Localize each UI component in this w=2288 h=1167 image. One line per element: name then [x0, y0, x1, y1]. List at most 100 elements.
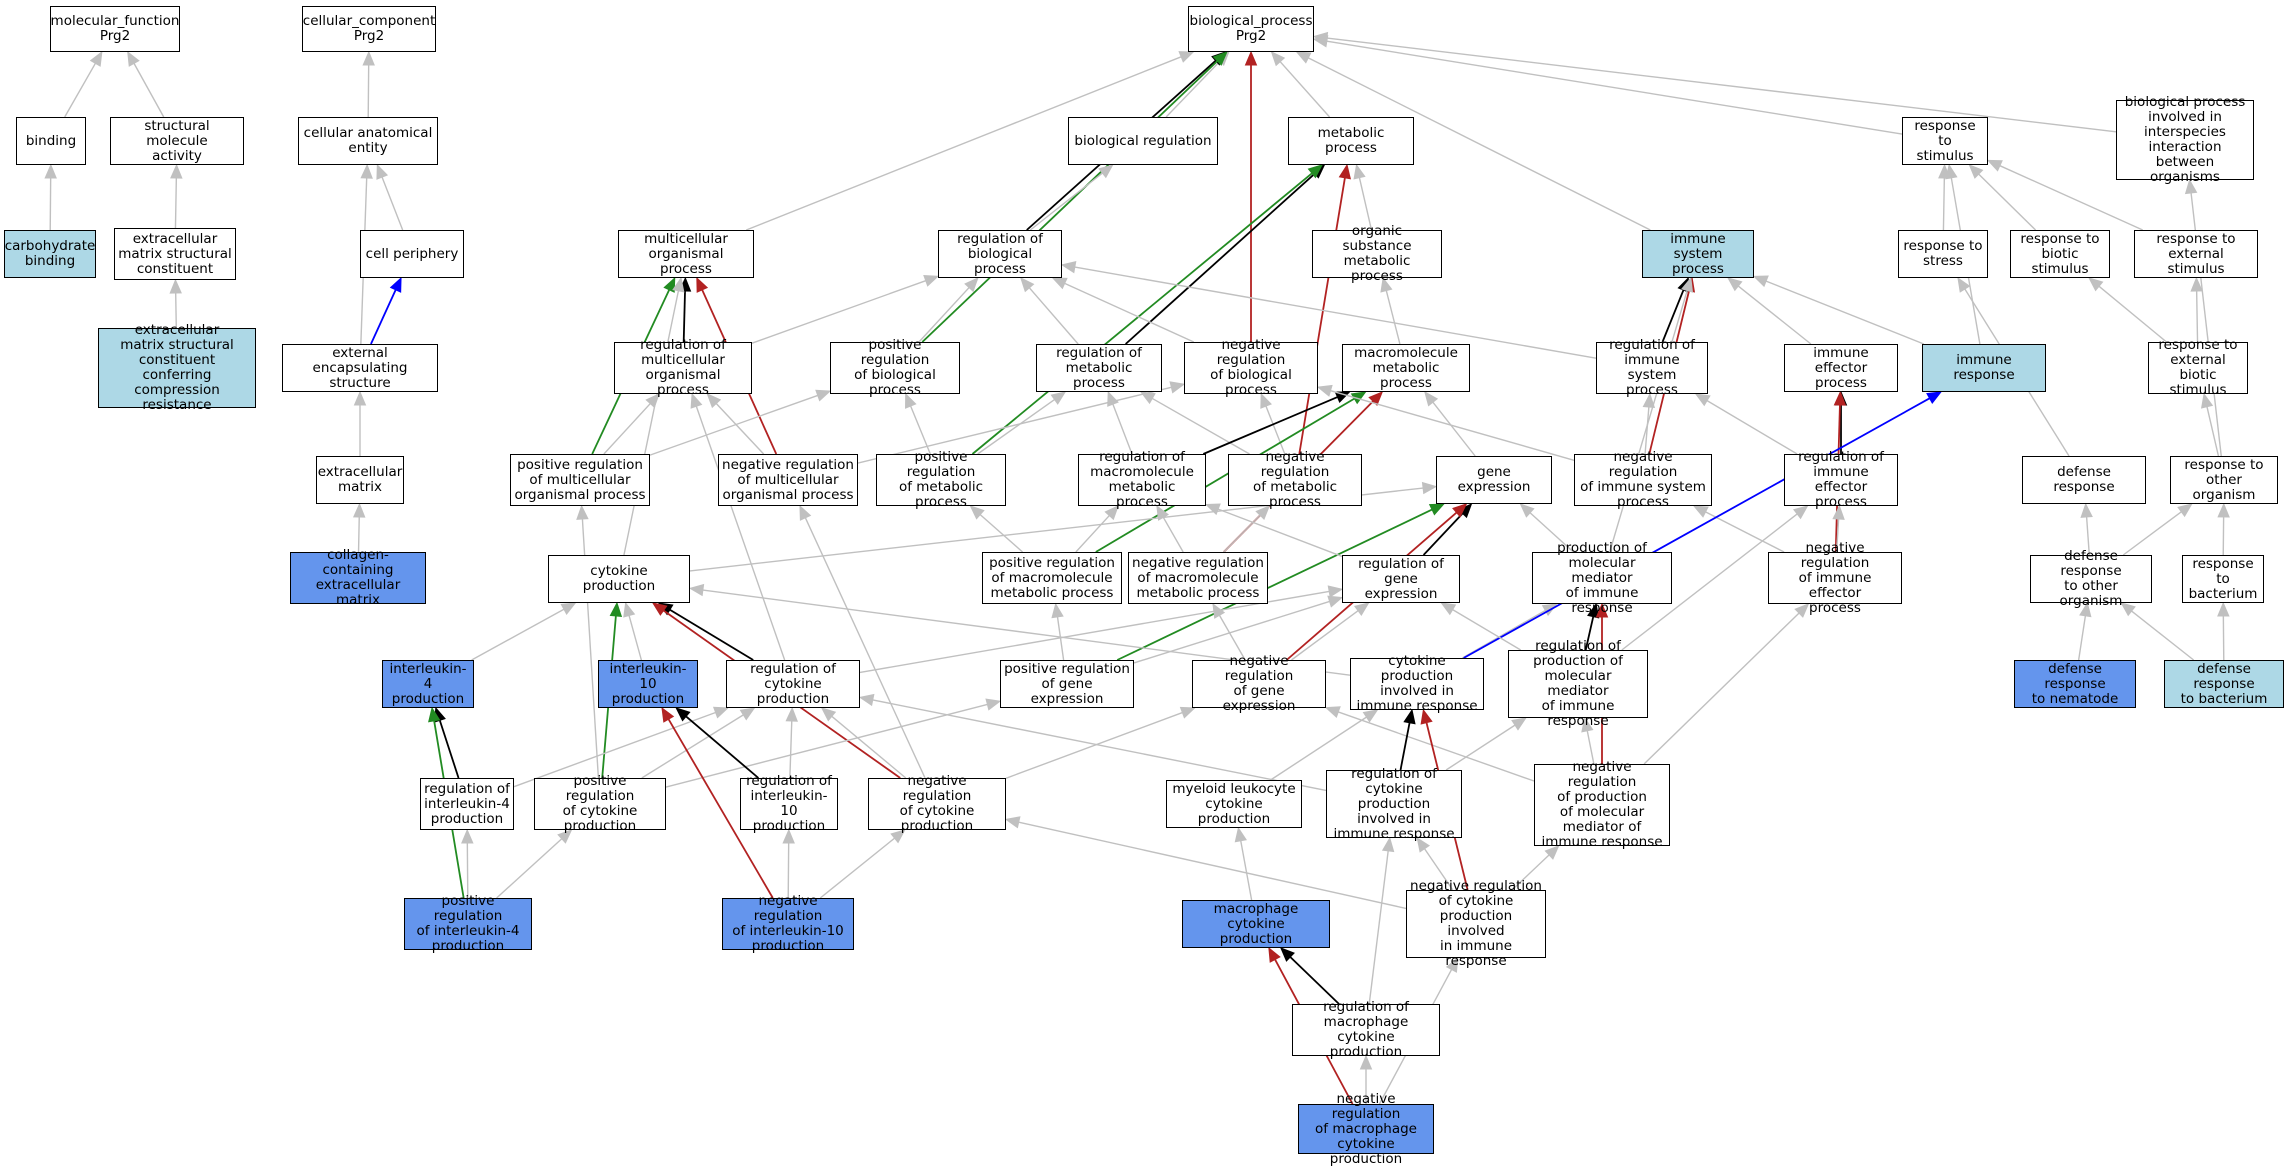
node-macrophage-cytokine-production[interactable]: macrophage cytokine production: [1182, 900, 1330, 948]
node-positive-regulation-of-interleukin-4-production[interactable]: positive regulation of interleukin-4 pro…: [404, 898, 532, 950]
node-negative-regulation-of-production-of-molecular-mediator[interactable]: negative regulation of production of mol…: [1534, 764, 1670, 846]
edge-line: [1433, 402, 1475, 456]
edge-line: [2079, 616, 2086, 660]
node-negative-regulation-of-immune-effector-process[interactable]: negative regulation of immune effector p…: [1768, 552, 1902, 604]
node-response-to-other-organism[interactable]: response to other organism: [2170, 456, 2278, 504]
node-carbohydrate-binding[interactable]: carbohydrate binding: [4, 230, 96, 278]
edge-line: [1218, 509, 1342, 556]
node-production-of-molecular-mediator[interactable]: production of molecular mediator of immu…: [1532, 552, 1672, 604]
edge-arrowhead: [1430, 504, 1444, 515]
node-interleukin-4-production[interactable]: interleukin-4 production: [382, 660, 474, 708]
edge-arrowhead: [128, 52, 139, 66]
node-regulation-of-production-of-molecular-mediator[interactable]: regulation of production of molecular me…: [1508, 650, 1648, 718]
node-ecm-structural-constituent[interactable]: extracellular matrix structural constitu…: [114, 228, 236, 280]
edge-line: [1029, 288, 1078, 344]
node-organic-substance-metabolic-process[interactable]: organic substance metabolic process: [1312, 230, 1442, 278]
node-regulation-of-interleukin-10-production[interactable]: regulation of interleukin-10 production: [740, 778, 838, 830]
node-regulation-of-macrophage-cytokine-production[interactable]: regulation of macrophage cytokine produc…: [1292, 1004, 1440, 1056]
node-negative-regulation-of-metabolic-process[interactable]: negative regulation of metabolic process: [1228, 454, 1362, 506]
node-negative-regulation-of-multicellular-organismal-process[interactable]: negative regulation of multicellular org…: [718, 454, 858, 506]
node-regulation-of-metabolic-process[interactable]: regulation of metabolic process: [1036, 344, 1162, 392]
node-immune-response[interactable]: immune response: [1922, 344, 2046, 392]
node-external-encapsulating-structure[interactable]: external encapsulating structure: [282, 344, 438, 392]
node-response-to-stimulus[interactable]: response to stimulus: [1902, 117, 1988, 165]
node-response-to-external-biotic-stimulus[interactable]: response to external biotic stimulus: [2148, 342, 2248, 394]
node-defense-response[interactable]: defense response: [2022, 456, 2146, 504]
node-response-to-biotic-stimulus[interactable]: response to biotic stimulus: [2010, 230, 2110, 278]
node-regulation-of-immune-system-process[interactable]: regulation of immune system process: [1596, 342, 1708, 394]
node-cytokine-production-involved-in-immune-response[interactable]: cytokine production involved in immune r…: [1350, 658, 1484, 710]
edge-arrowhead: [170, 280, 181, 293]
node-immune-system-process[interactable]: immune system process: [1642, 230, 1754, 278]
node-negative-regulation-of-cytokine-production-involved-in-immune-response[interactable]: negative regulation of cytokine producti…: [1406, 890, 1546, 958]
node-regulation-of-cytokine-production[interactable]: regulation of cytokine production: [726, 660, 860, 708]
node-negative-regulation-of-gene-expression[interactable]: negative regulation of gene expression: [1192, 660, 1326, 708]
node-positive-regulation-of-multicellular-organismal-process[interactable]: positive regulation of multicellular org…: [510, 454, 650, 506]
node-positive-regulation-of-cytokine-production[interactable]: positive regulation of cytokine producti…: [534, 778, 666, 830]
node-negative-regulation-of-cytokine-production[interactable]: negative regulation of cytokine producti…: [868, 778, 1006, 830]
edge-line: [1299, 178, 1345, 454]
node-response-to-bacterium[interactable]: response to bacterium: [2182, 555, 2264, 603]
edge-line: [1241, 841, 1252, 900]
node-regulation-of-cytokine-production-involved-in-immune-response[interactable]: regulation of cytokine production involv…: [1326, 770, 1462, 838]
node-extracellular-matrix[interactable]: extracellular matrix: [316, 456, 404, 504]
edge-arrowhead: [1988, 160, 2002, 170]
node-immune-effector-process[interactable]: immune effector process: [1784, 344, 1898, 392]
node-negative-regulation-of-biological-process[interactable]: negative regulation of biological proces…: [1184, 342, 1318, 394]
node-regulation-of-gene-expression[interactable]: regulation of gene expression: [1342, 555, 1460, 603]
node-ecm-compression-resistance[interactable]: extracellular matrix structural constitu…: [98, 328, 256, 408]
edge-line: [919, 288, 969, 342]
edge-line: [1166, 61, 1220, 117]
node-response-to-stress[interactable]: response to stress: [1898, 230, 1988, 278]
node-structural-molecule-activity[interactable]: structural molecule activity: [110, 117, 244, 165]
edge-line: [497, 839, 562, 898]
edge-line: [2099, 286, 2166, 342]
edge-line: [972, 173, 1312, 454]
node-cellular-component-prg2[interactable]: cellular_component Prg2: [302, 6, 436, 52]
node-defense-response-to-other-organism[interactable]: defense response to other organism: [2030, 555, 2152, 603]
node-metabolic-process[interactable]: metabolic process: [1288, 117, 1414, 165]
edge-arrowhead: [1053, 278, 1067, 288]
node-response-to-external-stimulus[interactable]: response to external stimulus: [2134, 230, 2258, 278]
edge-line: [1203, 397, 1337, 454]
node-cellular-anatomical-entity[interactable]: cellular anatomical entity: [298, 117, 438, 165]
node-molecular-function-prg2[interactable]: molecular_function Prg2: [50, 6, 180, 52]
node-positive-regulation-of-biological-process[interactable]: positive regulation of biological proces…: [830, 342, 960, 394]
node-positive-regulation-of-macromolecule-metabolic-process[interactable]: positive regulation of macromolecule met…: [982, 552, 1122, 604]
node-bp-interspecies-interaction[interactable]: biological process involved in interspec…: [2116, 100, 2254, 180]
node-cell-periphery[interactable]: cell periphery: [360, 230, 464, 278]
node-defense-response-to-bacterium[interactable]: defense response to bacterium: [2164, 660, 2284, 708]
node-multicellular-organismal-process[interactable]: multicellular organismal process: [618, 230, 754, 278]
node-defense-response-to-nematode[interactable]: defense response to nematode: [2014, 660, 2136, 708]
node-negative-regulation-of-immune-system-process[interactable]: negative regulation of immune system pro…: [1574, 454, 1712, 506]
node-regulation-of-interleukin-4-production[interactable]: regulation of interleukin-4 production: [420, 778, 514, 830]
node-regulation-of-immune-effector-process[interactable]: regulation of immune effector process: [1784, 454, 1898, 506]
edge-arrowhead: [1297, 52, 1311, 63]
edge-line: [65, 63, 96, 117]
edge-line: [382, 177, 403, 230]
node-cytokine-production[interactable]: cytokine production: [548, 555, 690, 603]
edge-line: [1126, 174, 1315, 344]
node-biological-process-prg2[interactable]: biological_process Prg2: [1188, 6, 1314, 52]
node-regulation-of-multicellular-organismal-process[interactable]: regulation of multicellular organismal p…: [614, 342, 752, 394]
edge-line: [1113, 404, 1132, 454]
node-negative-regulation-of-macromolecule-metabolic-process[interactable]: negative regulation of macromolecule met…: [1128, 552, 1268, 604]
edge-arrowhead: [1339, 165, 1350, 179]
node-positive-regulation-of-gene-expression[interactable]: positive regulation of gene expression: [1000, 660, 1134, 708]
node-regulation-of-macromolecule-metabolic-process[interactable]: regulation of macromolecule metabolic pr…: [1078, 454, 1206, 506]
node-positive-regulation-of-metabolic-process[interactable]: positive regulation of metabolic process: [876, 454, 1006, 506]
edge-arrowhead: [662, 708, 673, 722]
node-myeloid-leukocyte-cytokine-production[interactable]: myeloid leukocyte cytokine production: [1166, 780, 1302, 828]
node-binding[interactable]: binding: [16, 117, 86, 165]
node-collagen-containing-extracellular-matrix[interactable]: collagen-containing extracellular matrix: [290, 552, 426, 604]
node-regulation-of-biological-process[interactable]: regulation of biological process: [938, 230, 1062, 278]
node-interleukin-10-production[interactable]: interleukin-10 production: [598, 660, 698, 708]
node-macromolecule-metabolic-process[interactable]: macromolecule metabolic process: [1342, 344, 1470, 392]
node-biological-regulation[interactable]: biological regulation: [1068, 117, 1218, 165]
edge-line: [1446, 725, 1515, 770]
node-negative-regulation-of-macrophage-cytokine-production[interactable]: negative regulation of macrophage cytoki…: [1298, 1104, 1434, 1154]
edge-arrowhead: [697, 278, 707, 292]
edge-arrowhead: [1006, 817, 1020, 828]
node-negative-regulation-of-interleukin-10-production[interactable]: negative regulation of interleukin-10 pr…: [722, 898, 854, 950]
node-gene-expression[interactable]: gene expression: [1436, 456, 1552, 504]
